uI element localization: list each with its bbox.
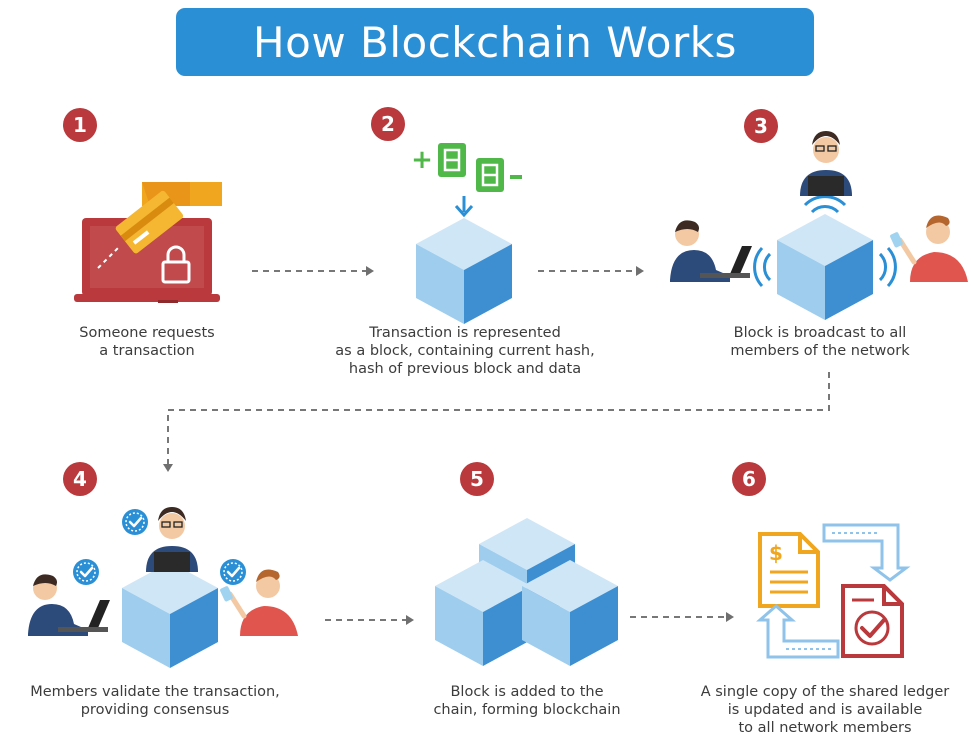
caption-line: to all network members bbox=[738, 720, 912, 736]
caption-line: A single copy of the shared ledger bbox=[700, 684, 950, 700]
check-badge-icon bbox=[120, 507, 150, 537]
block-cube bbox=[416, 218, 512, 324]
blockchain-cubes bbox=[435, 518, 618, 666]
step-6-caption: A single copy of the shared ledger is up… bbox=[680, 683, 970, 736]
check-badge-icon bbox=[71, 557, 101, 587]
svg-text:+: + bbox=[411, 145, 433, 175]
broadcast-cube bbox=[777, 214, 873, 320]
step-badge-3: 3 bbox=[744, 109, 778, 143]
person-icon bbox=[220, 569, 298, 636]
page-title: How Blockchain Works bbox=[253, 17, 737, 67]
caption-line: a transaction bbox=[99, 343, 195, 359]
step-badge-6: 6 bbox=[732, 462, 766, 496]
caption-line: as a block, containing current hash, bbox=[335, 343, 595, 359]
verified-document-icon bbox=[841, 584, 904, 658]
person-icon bbox=[800, 131, 852, 196]
person-icon bbox=[146, 507, 198, 572]
step-1-caption: Someone requests a transaction bbox=[47, 324, 247, 360]
caption-line: Someone requests bbox=[79, 325, 215, 341]
caption-line: Block is broadcast to all bbox=[733, 325, 907, 341]
step-badge-4: 4 bbox=[63, 462, 97, 496]
person-icon bbox=[28, 574, 110, 636]
laptop-lock-icon bbox=[74, 218, 220, 303]
wifi-signal-icon bbox=[753, 195, 897, 288]
caption-line: Transaction is represented bbox=[369, 325, 561, 341]
svg-text:$: $ bbox=[769, 541, 783, 565]
plus-block-icon: + bbox=[411, 143, 466, 177]
title-banner: How Blockchain Works bbox=[176, 8, 814, 76]
caption-line: is updated and is available bbox=[727, 702, 923, 718]
step-2-caption: Transaction is represented as a block, c… bbox=[315, 324, 615, 378]
caption-line: Block is added to the bbox=[450, 684, 604, 700]
caption-line: members of the network bbox=[730, 343, 910, 359]
minus-block-icon bbox=[476, 158, 522, 192]
caption-line: chain, forming blockchain bbox=[433, 702, 621, 718]
consensus-cube bbox=[122, 562, 218, 668]
step-badge-1: 1 bbox=[63, 108, 97, 142]
caption-line: hash of previous block and data bbox=[348, 361, 582, 377]
step-3-caption: Block is broadcast to all members of the… bbox=[690, 324, 950, 360]
caption-line: providing consensus bbox=[80, 702, 230, 718]
step-4-caption: Members validate the transaction, provid… bbox=[5, 683, 305, 719]
step-5-caption: Block is added to the chain, forming blo… bbox=[412, 683, 642, 719]
flow-arrow-3-4 bbox=[163, 372, 830, 472]
hand-card-icon bbox=[115, 182, 222, 254]
person-icon bbox=[670, 220, 752, 282]
sync-arrows-icon bbox=[756, 523, 911, 659]
ledger-document-icon: $ bbox=[758, 532, 820, 608]
step-badge-5: 5 bbox=[460, 462, 494, 496]
step-badge-2: 2 bbox=[371, 107, 405, 141]
down-arrow-icon bbox=[454, 196, 474, 218]
person-icon bbox=[890, 215, 968, 282]
caption-line: Members validate the transaction, bbox=[30, 684, 280, 700]
check-badge-icon bbox=[218, 557, 248, 587]
